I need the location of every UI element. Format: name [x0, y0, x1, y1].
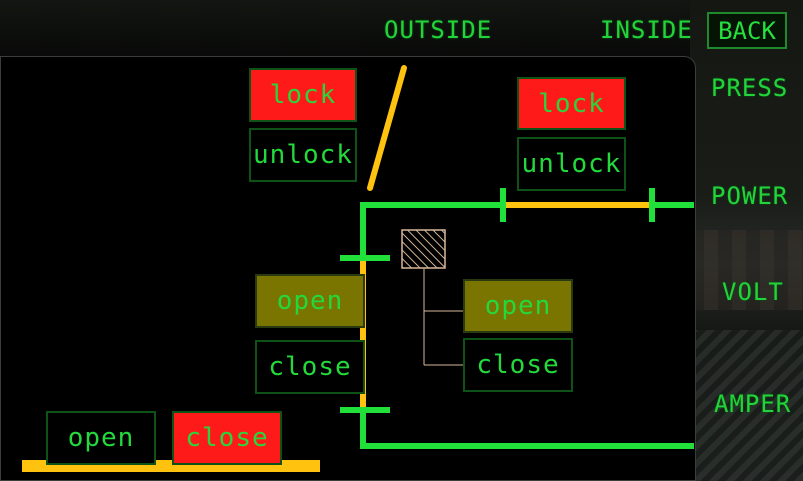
floor-open-button[interactable]: open — [46, 411, 156, 465]
outer-door-line — [367, 65, 407, 191]
menu-item-amper[interactable]: AMPER — [714, 390, 792, 418]
inside-label: INSIDE — [600, 16, 693, 44]
outer-unlock-button[interactable]: unlock — [249, 128, 357, 182]
sensor-box — [401, 229, 446, 269]
floor-close-button[interactable]: close — [172, 411, 282, 465]
hatch-open-button[interactable]: open — [255, 274, 365, 328]
outer-lock-button[interactable]: lock — [249, 68, 357, 122]
menu-item-press[interactable]: PRESS — [711, 74, 789, 102]
outside-label: OUTSIDE — [384, 16, 493, 44]
menu-item-volt[interactable]: VOLT — [722, 278, 784, 306]
inner-lock-button[interactable]: lock — [517, 77, 626, 130]
back-button[interactable]: BACK — [707, 12, 787, 49]
inner-close-button[interactable]: close — [463, 338, 573, 392]
inner-unlock-button[interactable]: unlock — [517, 137, 626, 191]
floor-grate — [690, 330, 803, 481]
hatch-close-button[interactable]: close — [255, 340, 365, 394]
menu-item-power[interactable]: POWER — [711, 182, 789, 210]
inner-open-button[interactable]: open — [463, 279, 573, 333]
